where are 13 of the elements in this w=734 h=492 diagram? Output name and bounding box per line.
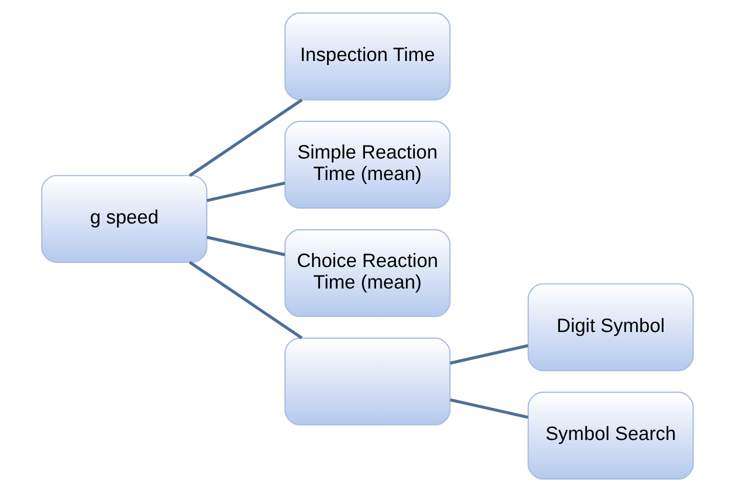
node-box: Inspection Time — [284, 12, 450, 100]
node-box: Choice Reaction Time (mean) — [284, 229, 450, 318]
node-box — [284, 338, 450, 426]
connector — [449, 344, 528, 365]
node-box: g speed — [40, 174, 207, 263]
connector — [206, 236, 285, 256]
node-box: Simple Reaction Time (mean) — [284, 120, 450, 209]
connector — [206, 182, 285, 202]
connector — [188, 261, 302, 340]
connector — [188, 98, 302, 177]
node-box: Digit Symbol — [527, 283, 694, 372]
node-box: Symbol Search — [527, 392, 694, 480]
connector — [449, 398, 528, 419]
